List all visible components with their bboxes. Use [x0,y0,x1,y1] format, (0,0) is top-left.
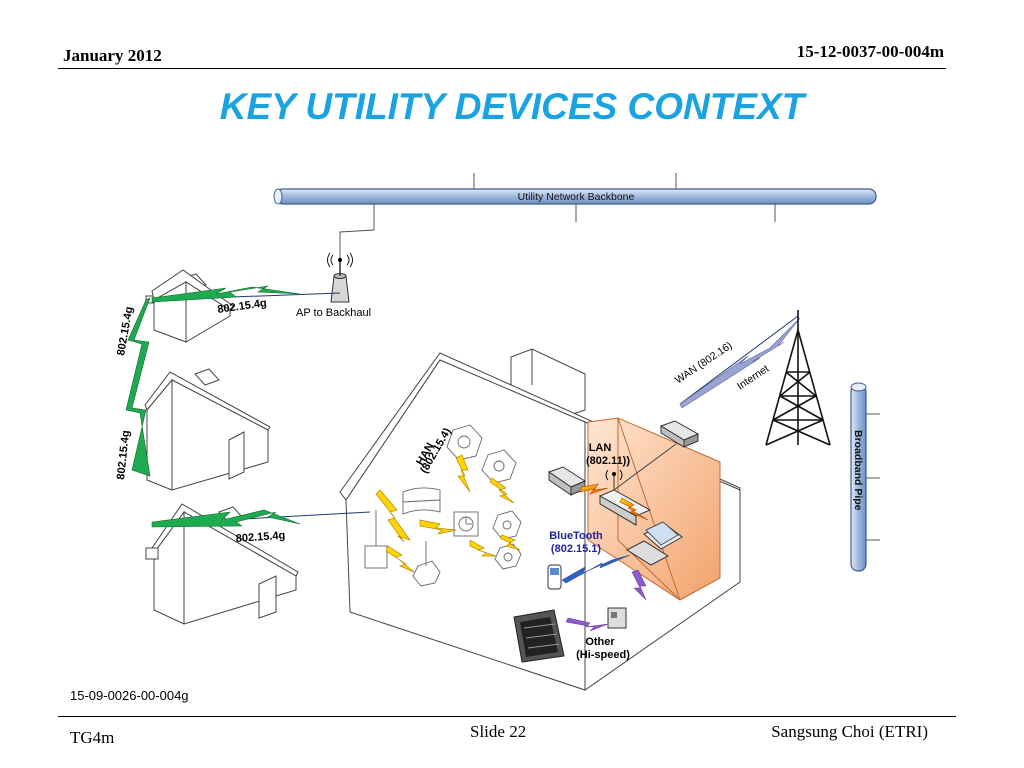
footer-group: TG4m [70,728,115,747]
link-label-vertical-lower: 802.15.4g [115,430,132,481]
wan-link [679,315,801,409]
footer-author: Sangsung Choi (ETRI) [771,722,928,741]
wireless-802-15-4g-links [125,285,371,528]
other-label-line2: (Hi-speed) [576,649,630,661]
footer-rule [58,716,956,717]
television-icon [513,609,565,663]
backbone-pipe: Utility Network Backbone [273,173,877,222]
bluetooth-link [561,554,631,584]
lan-links [579,483,649,521]
bluetooth-label-line1: BlueTooth [549,530,603,542]
bluetooth-label-line2: (802.15.1) [551,543,601,555]
lan-label-line2: (802.11)) [586,455,630,467]
header-doc-id: 15-12-0037-00-004m [796,42,944,61]
house-middle [144,368,271,491]
broadband-label: Broadband Pipe [852,430,864,511]
broadband-pipe: Broadband Pipe [850,382,880,572]
han-devices [364,424,522,587]
other-label-line1: Other [585,636,615,648]
footer-slide-number: Slide 22 [470,722,527,741]
other-links [565,569,647,632]
backbone-drop-line [339,222,375,270]
header-rule [58,68,946,69]
broadcast-tower-icon [765,310,831,446]
document-number: 15-09-0026-00-004g [70,688,189,703]
access-point-icon [327,252,353,303]
link-label-bottom: 802.15.4g [235,530,285,545]
lan-label-line1: LAN [589,442,612,454]
ap-label: AP to Backhaul [296,307,371,319]
han-links [375,454,521,573]
header-date: January 2012 [63,46,162,65]
backbone-label: Utility Network Backbone [518,191,635,203]
slide-title: KEY UTILITY DEVICES CONTEXT [219,86,805,127]
lan-devices [547,420,700,629]
